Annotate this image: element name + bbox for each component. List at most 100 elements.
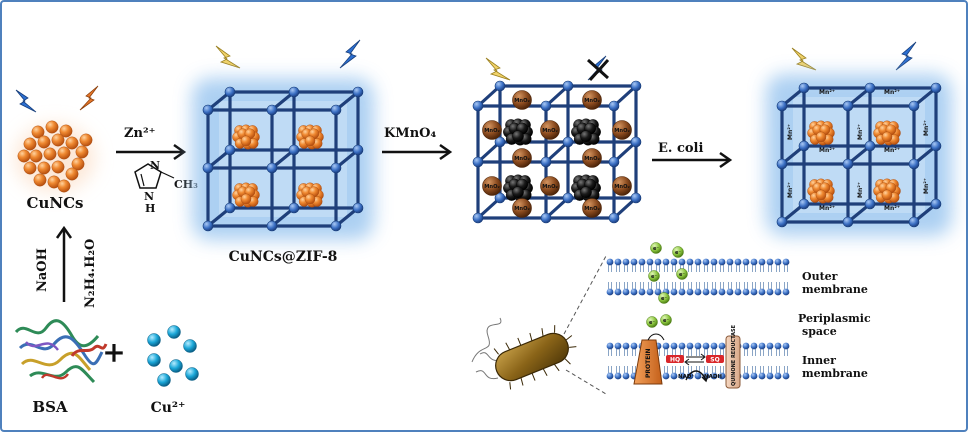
mn2-ion-label: Mn²⁺ — [787, 182, 794, 198]
zinc-node — [630, 136, 642, 148]
black-cluster-in-cage — [503, 118, 533, 146]
cuncs-label: CuNCs — [27, 194, 84, 212]
cu-ion — [147, 333, 161, 347]
cuncs-cluster — [15, 120, 95, 193]
zinc-node — [562, 192, 574, 204]
zinc-node — [562, 136, 574, 148]
imidazole-n-label: N — [150, 159, 160, 172]
mno2-particle: MnO₂ — [582, 148, 602, 168]
ecoli-bacterium-icon — [471, 255, 607, 395]
electron: e⁻ — [650, 242, 662, 254]
zinc-node — [842, 100, 854, 112]
cuncs-zif8-lattice — [192, 78, 374, 240]
mno2-particle: MnO₂ — [482, 120, 502, 140]
protein-label: PROTEIN — [645, 348, 652, 378]
nadh-label: NADH — [704, 374, 722, 380]
cuncs-cluster-in-cage — [232, 182, 260, 208]
outer-membrane-bilayer — [606, 258, 790, 296]
mn2-ion-label: Mn²⁺ — [923, 178, 930, 194]
mn2-ion-label: Mn²⁺ — [884, 205, 900, 212]
inner-membrane-bilayer — [606, 342, 790, 380]
copper-nanocluster — [37, 161, 51, 175]
cuncs-cluster-in-cage — [873, 178, 901, 204]
mno2-particle: MnO₂ — [540, 176, 560, 196]
zinc-node — [288, 86, 300, 98]
electron: e⁻ — [660, 314, 672, 326]
zinc-node — [266, 220, 278, 232]
arrow-to-mno2 — [382, 143, 453, 161]
protein-channel: PROTEIN — [633, 339, 663, 385]
electron-label: e⁻ — [663, 318, 669, 324]
sq-label: SQ — [710, 357, 719, 364]
zinc-node — [608, 100, 620, 112]
zinc-node — [608, 212, 620, 224]
zinc-node — [798, 198, 810, 210]
cu-ion — [157, 373, 171, 387]
lightning-blue-crossed-icon — [586, 55, 610, 82]
imidazole-nh-label: N — [144, 190, 154, 203]
zinc-node — [352, 144, 364, 156]
mn2-ion-label: Mn²⁺ — [857, 182, 864, 198]
mno2-label: MnO₂ — [542, 184, 558, 190]
mno2-particle: MnO₂ — [482, 176, 502, 196]
lightning-yellow-icon — [215, 45, 241, 69]
mn2-ion-label: Mn²⁺ — [884, 147, 900, 154]
copper-nanocluster — [33, 173, 47, 187]
mno2-label: MnO₂ — [614, 184, 630, 190]
quinone-reductase: QUINONE REDUCTASE — [725, 324, 741, 389]
cu-ion — [169, 359, 183, 373]
mn2-ion-label: Mn²⁺ — [819, 147, 835, 154]
sq-badge: SQ — [706, 355, 724, 364]
electron: e⁻ — [672, 246, 684, 258]
arrow-to-degraded — [652, 151, 733, 169]
zinc-node — [202, 162, 214, 174]
inner-membrane-label-line1: Inner — [802, 354, 836, 367]
zinc-node — [352, 202, 364, 214]
mn2-ion-label: Mn²⁺ — [819, 89, 835, 96]
reductase-label: QUINONE REDUCTASE — [731, 324, 737, 386]
mno2-particle: MnO₂ — [582, 198, 602, 218]
electron: e⁻ — [646, 316, 658, 328]
lightning-blue-icon — [339, 39, 361, 69]
membrane-inset: PROTEIN QUINONE REDUCTASE HQ SQ NAD⁺ NAD… — [606, 242, 790, 389]
kmno4-label: KMnO₄ — [384, 126, 436, 141]
imidazole-h-label: H — [145, 202, 155, 215]
zinc-node — [540, 100, 552, 112]
zinc-node — [472, 100, 484, 112]
mno2-label: MnO₂ — [514, 156, 530, 162]
lightning-blue-icon — [895, 41, 917, 71]
lightning-yellow-icon — [485, 57, 511, 81]
electron-label: e⁻ — [649, 320, 655, 326]
cuncs-zif8-label: CuNCs@ZIF-8 — [229, 249, 338, 265]
zinc-node — [472, 156, 484, 168]
copper-nanocluster — [29, 149, 43, 163]
mno2-label: MnO₂ — [484, 184, 500, 190]
zinc-node — [494, 136, 506, 148]
mno2-label: MnO₂ — [614, 128, 630, 134]
zinc-node — [798, 140, 810, 152]
copper-nanocluster — [23, 137, 37, 151]
hydrazine-label: N₂H₄.H₂O — [83, 239, 98, 308]
electron-label: e⁻ — [653, 246, 659, 252]
mno2-label: MnO₂ — [514, 98, 530, 104]
zinc-node — [352, 86, 364, 98]
periplasmic-label-line1: Periplasmic — [798, 312, 871, 325]
lightning-yellow-icon — [791, 47, 817, 71]
zinc-node — [842, 216, 854, 228]
electron-label: e⁻ — [679, 272, 685, 278]
mno2-particle: MnO₂ — [512, 148, 532, 168]
zinc-node — [266, 104, 278, 116]
copper-nanocluster — [79, 133, 93, 147]
black-cluster-in-cage — [503, 174, 533, 202]
black-cluster-in-cage — [571, 118, 601, 146]
zinc-node — [288, 202, 300, 214]
mno2-label: MnO₂ — [584, 206, 600, 212]
copper-nanocluster — [45, 120, 59, 134]
copper-nanocluster — [57, 179, 71, 193]
zn-label: Zn²⁺ — [124, 126, 156, 141]
cu-ion — [147, 353, 161, 367]
cuncs-cluster-in-cage — [296, 124, 324, 150]
zinc-node — [864, 140, 876, 152]
copper-nanocluster — [51, 133, 65, 147]
